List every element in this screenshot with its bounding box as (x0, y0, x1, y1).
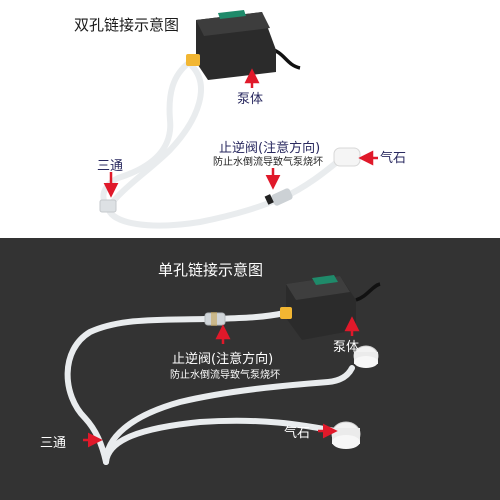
bottom-check-valve-note: 防止水倒流导致气泵烧坏 (170, 370, 280, 381)
bottom-tee-label: 三通 (40, 436, 67, 451)
top-tee-label: 三通 (97, 159, 124, 174)
top-diagram-title: 双孔链接示意图 (74, 16, 180, 34)
bottom-pump-label: 泵体 (333, 340, 360, 355)
top-tee-connector (99, 199, 117, 213)
top-air-pump (186, 10, 276, 80)
bottom-air-tube (64, 310, 355, 465)
top-pump-label: 泵体 (237, 92, 264, 107)
top-check-valve-note: 防止水倒流导致气泵烧坏 (213, 157, 323, 168)
top-air-stone (333, 147, 361, 167)
bottom-air-stone-lower (331, 421, 361, 449)
bottom-check-valve (204, 312, 226, 326)
bottom-pump-power-cord (355, 282, 381, 302)
top-check-valve (264, 188, 293, 206)
top-check-valve-label: 止逆阀(注意方向) (219, 141, 321, 156)
top-air-stone-label: 气石 (380, 151, 407, 166)
bottom-air-pump (280, 275, 356, 340)
bottom-panel-background (0, 238, 500, 500)
bottom-air-stone-label: 气石 (284, 426, 311, 441)
bottom-air-stone-upper (353, 345, 379, 368)
bottom-diagram-title: 单孔链接示意图 (158, 261, 264, 279)
bottom-check-valve-label: 止逆阀(注意方向) (172, 352, 274, 367)
